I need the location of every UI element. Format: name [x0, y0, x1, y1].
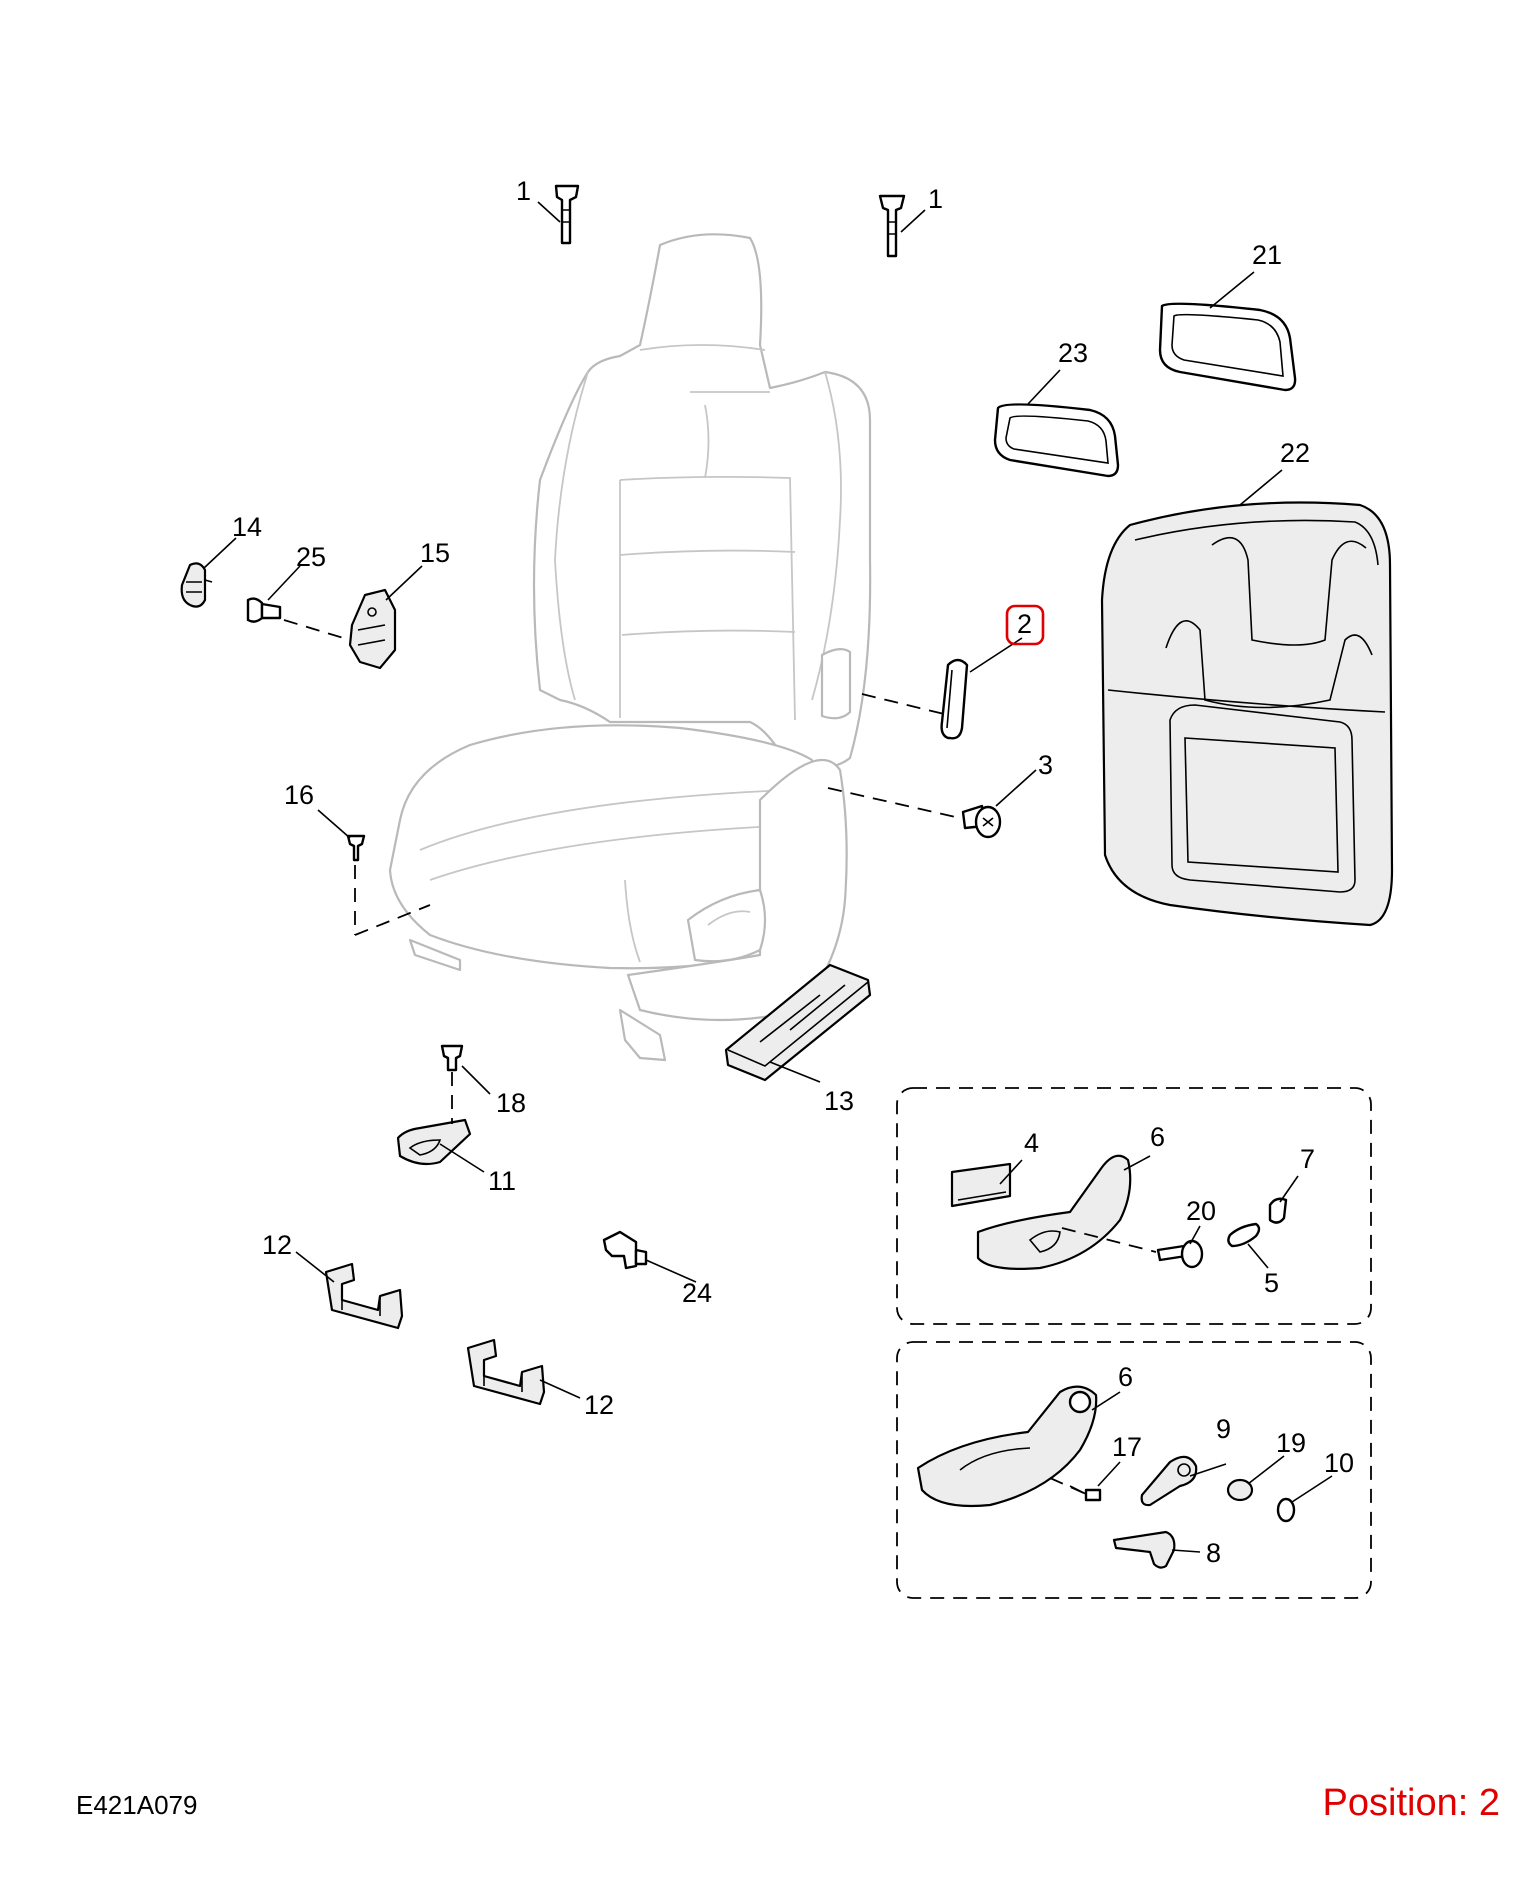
- part-25-bolt: [246, 597, 282, 623]
- part-19-cap: [1226, 1478, 1254, 1502]
- callout-24[interactable]: 24: [682, 1278, 712, 1308]
- part-18-bolt: [440, 1044, 464, 1072]
- part-2-trim-strip: [940, 658, 969, 740]
- part-7-cap: [1268, 1197, 1288, 1224]
- callout-23[interactable]: 23: [1058, 338, 1088, 368]
- callout-11[interactable]: 11: [488, 1166, 516, 1196]
- part-9-knob: [1140, 1455, 1198, 1507]
- callout-4[interactable]: 4: [1024, 1128, 1039, 1158]
- callout-1-left[interactable]: 1: [516, 176, 531, 206]
- callout-15[interactable]: 15: [420, 538, 450, 568]
- detail-box-upper: [896, 1087, 1372, 1325]
- callout-6-upper[interactable]: 6: [1150, 1122, 1165, 1152]
- callout-14[interactable]: 14: [232, 512, 262, 542]
- part-6-side-shield-b: [916, 1385, 1098, 1508]
- callout-10[interactable]: 10: [1324, 1448, 1354, 1478]
- callout-2[interactable]: 2: [1017, 609, 1032, 639]
- callout-6-lower[interactable]: 6: [1118, 1362, 1133, 1392]
- callout-labels: 1 1 21 23 22 2 3 14 25 15 16 13 18 11 12…: [232, 176, 1354, 1568]
- part-22-backrest-panel: [1100, 501, 1394, 927]
- seat-assembly: [388, 233, 872, 1062]
- diagram-code: E421A079: [76, 1790, 198, 1820]
- part-15-bracket: [348, 588, 397, 670]
- callout-9[interactable]: 9: [1216, 1414, 1231, 1444]
- part-1-guide-right: [878, 194, 906, 258]
- part-10-ring: [1276, 1497, 1296, 1523]
- part-13-rail-cover: [724, 963, 872, 1082]
- part-21-bezel-upper: [1158, 302, 1297, 392]
- callout-16[interactable]: 16: [284, 780, 314, 810]
- part-16-screw: [346, 834, 366, 862]
- callout-7[interactable]: 7: [1300, 1144, 1315, 1174]
- part-20-screw: [1156, 1239, 1204, 1269]
- callout-13[interactable]: 13: [824, 1086, 854, 1116]
- part-12-clip-upper: [324, 1262, 404, 1330]
- callout-2-highlight: [1005, 604, 1045, 646]
- callout-18[interactable]: 18: [496, 1088, 526, 1118]
- callout-1-right[interactable]: 1: [928, 184, 943, 214]
- part-1-guide-left: [554, 184, 580, 245]
- callout-3[interactable]: 3: [1038, 750, 1053, 780]
- part-11-plate: [396, 1118, 472, 1166]
- callout-12-lower[interactable]: 12: [584, 1390, 614, 1420]
- position-label: Position: 2: [1322, 1782, 1500, 1824]
- callout-17[interactable]: 17: [1112, 1432, 1142, 1462]
- dashed-assembly-lines: [283, 619, 1157, 1495]
- callout-12-upper[interactable]: 12: [262, 1230, 292, 1260]
- callout-8[interactable]: 8: [1206, 1538, 1221, 1568]
- part-23-bezel-lower: [993, 403, 1120, 478]
- callout-25[interactable]: 25: [296, 542, 326, 572]
- detail-box-lower: [896, 1341, 1372, 1599]
- leader-lines: [203, 201, 1333, 1553]
- part-12-clip-lower: [466, 1338, 546, 1406]
- part-3-screw: [961, 804, 1002, 839]
- part-6-side-shield-a: [976, 1154, 1132, 1270]
- part-4-switch-module: [950, 1162, 1012, 1208]
- part-5-cap: [1227, 1222, 1261, 1248]
- callout-19[interactable]: 19: [1276, 1428, 1306, 1458]
- callout-5[interactable]: 5: [1264, 1268, 1279, 1298]
- part-24-clip: [602, 1230, 648, 1270]
- part-14-knob: [180, 562, 213, 608]
- part-8-handle: [1112, 1530, 1176, 1569]
- callout-22[interactable]: 22: [1280, 438, 1310, 468]
- callout-21[interactable]: 21: [1252, 240, 1282, 270]
- callout-20[interactable]: 20: [1186, 1196, 1216, 1226]
